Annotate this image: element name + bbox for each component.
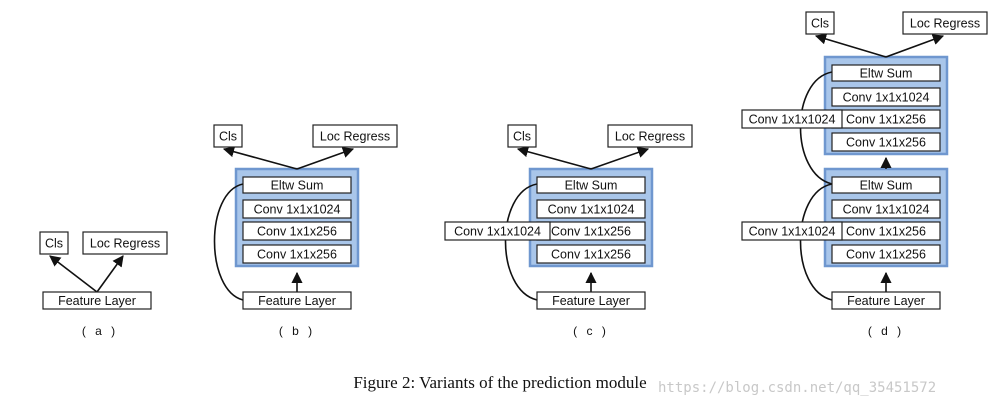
b-cls-box: Cls: [213, 124, 243, 148]
panel-b-label: ( b ): [279, 324, 315, 338]
watermark: https://blog.csdn.net/qq_35451572: [658, 380, 937, 396]
c-skip-connection: [504, 183, 538, 301]
d-lower-skip-conv-1024-box: Conv 1x1x1024: [741, 221, 843, 241]
c-arrow-to-cls: [516, 146, 592, 170]
b-conv-1024-box-label: Conv 1x1x1024: [254, 203, 341, 217]
d-upper-skip-conv-1024-box-label: Conv 1x1x1024: [749, 113, 836, 127]
b-conv-256-box-1-label: Conv 1x1x256: [257, 225, 337, 239]
b-conv-256-box-1: Conv 1x1x256: [242, 221, 352, 241]
b-feature-layer-box: Feature Layer: [242, 291, 352, 310]
c-loc-regress-box: Loc Regress: [607, 124, 693, 148]
b-feature-layer-box-label: Feature Layer: [258, 294, 336, 308]
panel-a-label: ( a ): [82, 324, 118, 338]
b-arrow-to-loc: [296, 147, 355, 170]
c-eltw-sum-box-label: Eltw Sum: [565, 179, 618, 193]
c-skip-conv-1024-box-label: Conv 1x1x1024: [454, 225, 541, 239]
panel-c-label: ( c ): [573, 324, 609, 338]
d-lower-conv-256-box-1: Conv 1x1x256: [831, 221, 941, 241]
c-conv-256-box-2: Conv 1x1x256: [536, 244, 646, 264]
d-upper-conv-1024-box: Conv 1x1x1024: [831, 87, 941, 107]
a-arrow-to-cls: [49, 255, 98, 293]
d-upper-conv-256-box-1-label: Conv 1x1x256: [846, 113, 926, 127]
d-upper-conv-256-box-1: Conv 1x1x256: [831, 109, 941, 129]
a-loc-regress-box-label: Loc Regress: [90, 237, 160, 251]
d-lower-eltw-sum-box-label: Eltw Sum: [860, 179, 913, 193]
b-arrow-to-cls: [222, 146, 298, 170]
b-loc-regress-box: Loc Regress: [312, 124, 398, 148]
c-arrow-to-loc: [590, 147, 650, 170]
b-loc-regress-box-label: Loc Regress: [320, 130, 390, 144]
d-lower-conv-256-box-2-label: Conv 1x1x256: [846, 248, 926, 262]
d-lower-conv-1024-box: Conv 1x1x1024: [831, 199, 941, 219]
d-upper-conv-256-box-2: Conv 1x1x256: [831, 132, 941, 152]
a-feature-layer-box: Feature Layer: [42, 291, 152, 310]
d-arrow-to-loc: [885, 34, 945, 58]
b-eltw-sum-box-label: Eltw Sum: [271, 179, 324, 193]
c-feature-layer-box: Feature Layer: [536, 291, 646, 310]
a-feature-layer-box-label: Feature Layer: [58, 294, 136, 308]
c-conv-1024-box: Conv 1x1x1024: [536, 199, 646, 219]
d-lower-skip-conv-1024-box-label: Conv 1x1x1024: [749, 225, 836, 239]
d-loc-regress-box-label: Loc Regress: [910, 17, 980, 31]
c-skip-conv-1024-box: Conv 1x1x1024: [444, 221, 551, 241]
d-upper-skip-conv-1024-box: Conv 1x1x1024: [741, 109, 843, 129]
d-feature-layer-box-label: Feature Layer: [847, 294, 925, 308]
c-eltw-sum-box: Eltw Sum: [536, 176, 646, 194]
a-arrow-to-loc: [96, 255, 124, 293]
c-feature-layer-box-label: Feature Layer: [552, 294, 630, 308]
b-skip-connection: [213, 183, 244, 301]
c-cls-box: Cls: [507, 124, 537, 148]
c-conv-1024-box-label: Conv 1x1x1024: [548, 203, 635, 217]
a-cls-box: Cls: [39, 231, 69, 255]
d-arrow-to-cls: [814, 33, 887, 58]
c-conv-256-box-1-label: Conv 1x1x256: [551, 225, 631, 239]
b-conv-256-box-2: Conv 1x1x256: [242, 244, 352, 264]
d-lower-eltw-sum-box: Eltw Sum: [831, 176, 941, 194]
d-upper-conv-1024-box-label: Conv 1x1x1024: [843, 91, 930, 105]
d-upper-eltw-sum-box-label: Eltw Sum: [860, 67, 913, 81]
a-loc-regress-box: Loc Regress: [82, 231, 168, 255]
b-conv-256-box-2-label: Conv 1x1x256: [257, 248, 337, 262]
a-cls-box-label: Cls: [45, 237, 63, 251]
c-conv-256-box-2-label: Conv 1x1x256: [551, 248, 631, 262]
d-feature-layer-box: Feature Layer: [831, 291, 941, 310]
d-upper-eltw-sum-box: Eltw Sum: [831, 64, 941, 82]
d-upper-conv-256-box-2-label: Conv 1x1x256: [846, 136, 926, 150]
d-cls-box: Cls: [805, 11, 835, 35]
b-conv-1024-box: Conv 1x1x1024: [242, 199, 352, 219]
d-cls-box-label: Cls: [811, 17, 829, 31]
d-lower-skip-connection: [799, 183, 833, 301]
b-eltw-sum-box: Eltw Sum: [242, 176, 352, 194]
figure-caption: Figure 2: Variants of the prediction mod…: [353, 373, 647, 392]
panel-d-label: ( d ): [868, 324, 904, 338]
d-lower-conv-256-box-2: Conv 1x1x256: [831, 244, 941, 264]
c-cls-box-label: Cls: [513, 130, 531, 144]
c-conv-256-box-1: Conv 1x1x256: [536, 221, 646, 241]
b-cls-box-label: Cls: [219, 130, 237, 144]
d-lower-conv-256-box-1-label: Conv 1x1x256: [846, 225, 926, 239]
d-lower-conv-1024-box-label: Conv 1x1x1024: [843, 203, 930, 217]
c-loc-regress-box-label: Loc Regress: [615, 130, 685, 144]
d-loc-regress-box: Loc Regress: [902, 11, 988, 35]
